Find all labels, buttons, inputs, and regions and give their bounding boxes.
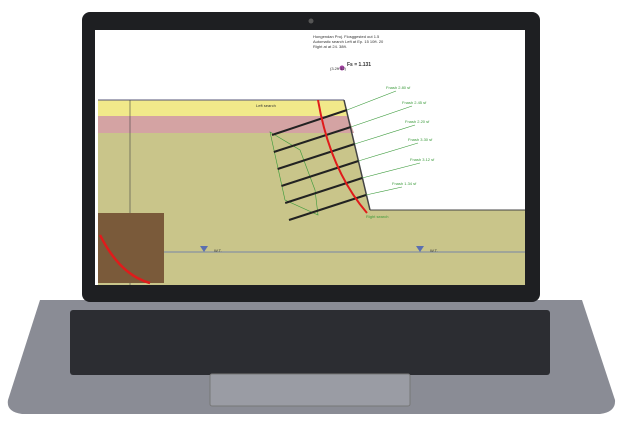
soil-layer-2 bbox=[98, 116, 354, 133]
inset-photo bbox=[98, 213, 164, 283]
water-label: W.T. bbox=[430, 248, 438, 253]
nail-label: Fnash 2.45 sf bbox=[402, 100, 427, 105]
header-line: Hongendan Proj. Flosggested out 1.5 bbox=[313, 34, 380, 39]
nail-leader bbox=[346, 90, 397, 111]
slip-center-icon bbox=[339, 65, 345, 71]
fos-coord: (3.2ft 12) bbox=[330, 66, 347, 71]
soil-nail bbox=[271, 109, 348, 136]
slope-face bbox=[343, 99, 371, 211]
right-search-label: Right search bbox=[366, 214, 389, 219]
water-label: W.T. bbox=[214, 248, 222, 253]
header-line: Automatic search Left at Ep. 15 10ft. 20 bbox=[313, 39, 384, 44]
nail-label: Fnash 3.30 sf bbox=[408, 137, 433, 142]
keyboard bbox=[70, 310, 550, 375]
nail-leader bbox=[358, 142, 419, 162]
header-line: Right at at 24. 38ft. bbox=[313, 44, 347, 49]
soil-nail bbox=[288, 194, 367, 221]
soil-nail bbox=[273, 126, 352, 153]
soil-nail bbox=[277, 143, 355, 170]
touchpad[interactable] bbox=[209, 373, 411, 407]
soil-nail bbox=[284, 177, 363, 204]
water-icon bbox=[200, 246, 208, 252]
nail-leader bbox=[354, 124, 416, 145]
left-search-label: Left search bbox=[256, 103, 276, 108]
nail-label: Fnash 1.34 sf bbox=[392, 181, 417, 186]
nail-label: Fnash 2.80 sf bbox=[386, 85, 411, 90]
soil-nail bbox=[281, 160, 359, 187]
soil-region bbox=[98, 100, 525, 285]
nail-leader bbox=[350, 105, 413, 128]
water-icon bbox=[416, 246, 424, 252]
soil-layer-top bbox=[98, 100, 348, 116]
slip-surface bbox=[317, 99, 368, 214]
nail-leader bbox=[365, 186, 403, 196]
nail-label: Fnash 2.20 sf bbox=[405, 119, 430, 124]
nail-leader bbox=[362, 162, 421, 179]
fos-value: Fs = 1.131 bbox=[347, 62, 372, 68]
nail-label: Fnash 3.12 sf bbox=[410, 157, 435, 162]
webcam-icon bbox=[308, 18, 314, 24]
